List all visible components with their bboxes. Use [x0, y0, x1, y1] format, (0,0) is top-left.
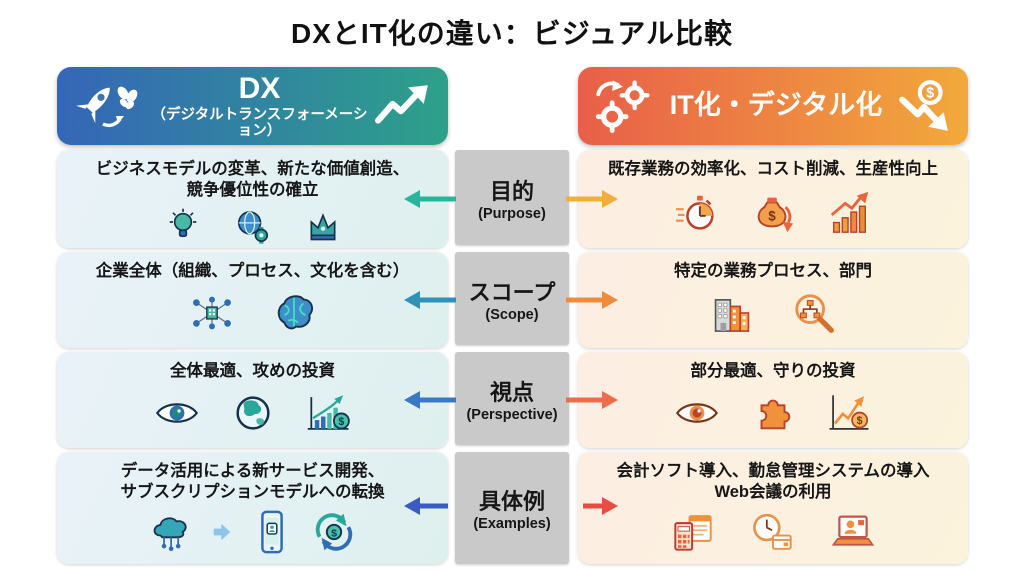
eye-icon — [675, 403, 719, 424]
dx-row-perspective: 全体最適、攻めの投資 $ — [57, 352, 448, 448]
dx-header-title: DX — [238, 72, 281, 106]
it-row-scope: 特定の業務プロセス、部門 — [578, 252, 968, 348]
trend-up-arrow-icon — [374, 81, 432, 131]
dx-examples-text-line2: サブスクリプションモデルへの転換 — [120, 483, 385, 502]
svg-text:$: $ — [331, 527, 337, 539]
money-bag-down-icon: $ — [757, 198, 794, 233]
dx-header: DX （デジタルトランスフォーメーション） — [57, 67, 448, 145]
eye-icon — [155, 403, 198, 424]
purpose-label-en: (Purpose) — [478, 205, 546, 222]
svg-text:$: $ — [857, 415, 863, 427]
globe-icon — [235, 396, 270, 431]
it-examples-text-line2: Web会議の利用 — [714, 483, 832, 502]
svg-text:$: $ — [338, 416, 344, 428]
examples-label-ja: 具体例 — [478, 489, 545, 514]
svg-text:$: $ — [768, 209, 776, 224]
laptop-video-call-icon — [831, 515, 875, 546]
it-scope-text-line1: 特定の業務プロセス、部門 — [674, 262, 872, 280]
smartphone-app-icon — [260, 510, 283, 554]
dollar-down-arrow-icon: $ — [896, 79, 952, 133]
center-box-examples: 具体例 (Examples) — [455, 452, 569, 564]
it-header: IT化・デジタル化 $ — [578, 67, 968, 145]
dx-header-subtitle: （デジタルトランスフォーメーション） — [151, 106, 368, 140]
puzzle-piece-icon — [760, 400, 791, 430]
dx-row-examples: データ活用による新サービス開発、 サブスクリプションモデルへの転換 — [57, 452, 448, 564]
perspective-label-ja: 視点 — [489, 379, 534, 405]
purpose-label-ja: 目的 — [489, 178, 534, 204]
cloud-data-icon — [153, 517, 187, 551]
rocket-butterfly-icon — [73, 79, 145, 133]
center-box-perspective: 視点 (Perspective) — [455, 352, 569, 445]
it-examples-text-line1: 会計ソフト導入、勤怠管理システムの導入 — [616, 462, 930, 480]
flow-arrow-icon — [213, 523, 230, 541]
svg-text:$: $ — [926, 86, 934, 102]
crown-icon — [310, 212, 335, 241]
it-row-examples: 会計ソフト導入、勤怠管理システムの導入 Web会議の利用 — [578, 452, 968, 564]
scope-label-en: (Scope) — [485, 306, 539, 323]
it-perspective-text-line1: 部分最適、守りの投資 — [690, 362, 856, 380]
it-header-title: IT化・デジタル化 — [669, 90, 883, 121]
stopwatch-icon — [675, 196, 714, 231]
clock-card-icon — [753, 513, 792, 550]
dx-scope-text-line1: 企業全体（組織、プロセス、文化を含む） — [95, 262, 410, 280]
dx-purpose-text-line2: 競争優位性の確立 — [186, 181, 319, 200]
gears-icon — [594, 79, 656, 133]
magnifier-orgchart-icon — [795, 294, 834, 334]
globe-gear-icon — [237, 211, 268, 244]
examples-label-en: (Examples) — [473, 516, 551, 532]
calculator-icon — [674, 514, 712, 551]
dx-row-scope: 企業全体（組織、プロセス、文化を含む） — [57, 252, 448, 348]
it-row-purpose: 既存業務の効率化、コスト削減、生産性向上 $ — [578, 150, 968, 248]
dx-row-purpose: ビジネスモデルの変革、新たな価値創造、 競争優位性の確立 — [57, 150, 448, 248]
it-purpose-text-line1: 既存業務の効率化、コスト削減、生産性向上 — [608, 160, 938, 178]
dx-purpose-text-line1: ビジネスモデルの変革、新たな価値創造、 — [95, 160, 410, 178]
it-row-perspective: 部分最適、守りの投資 $ — [578, 352, 968, 448]
dx-perspective-text-line1: 全体最適、攻めの投資 — [170, 362, 335, 380]
lightbulb-icon — [169, 208, 196, 237]
subscription-cycle-icon: $ — [315, 513, 352, 551]
line-chart-dollar-icon: $ — [829, 395, 869, 431]
center-box-scope: スコープ (Scope) — [455, 252, 569, 345]
growth-chart-dollar-icon: $ — [307, 395, 350, 431]
bar-chart-up-icon — [830, 192, 869, 234]
brain-icon — [277, 295, 313, 330]
org-network-icon — [192, 297, 231, 330]
office-buildings-icon — [714, 299, 750, 333]
scope-label-ja: スコープ — [468, 279, 556, 305]
perspective-label-en: (Perspective) — [466, 406, 558, 423]
center-box-purpose: 目的 (Purpose) — [455, 150, 569, 245]
dx-examples-text-line1: データ活用による新サービス開発、 — [120, 462, 385, 480]
page-title: DXとIT化の違い：ビジュアル比較 — [291, 18, 733, 49]
